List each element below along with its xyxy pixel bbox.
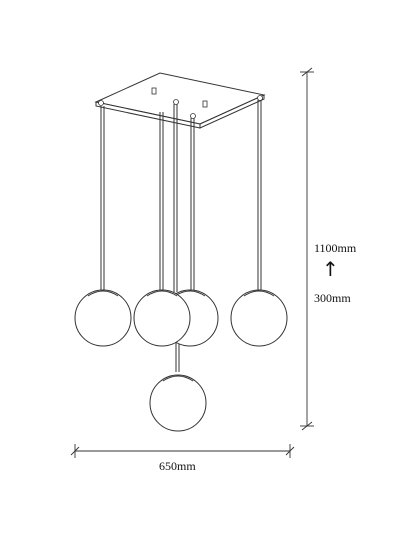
dimension-line-height: [300, 67, 314, 431]
ceiling-canopy: [94, 72, 266, 129]
globe-lamp-4: [230, 289, 288, 347]
globe-lamp-2: [133, 289, 191, 347]
canopy-screws: [98, 87, 263, 119]
globe-lamp-1: [74, 289, 132, 347]
width-label: 650mm: [159, 459, 196, 473]
height-min-label: 300mm: [314, 291, 351, 305]
globe-lamp-5: [149, 374, 207, 432]
height-max-label: 1100mm: [314, 241, 357, 255]
suspension-cords: [100, 100, 262, 372]
dimension-line-width: [70, 444, 295, 458]
arrow-up-icon: ↑: [322, 257, 339, 281]
